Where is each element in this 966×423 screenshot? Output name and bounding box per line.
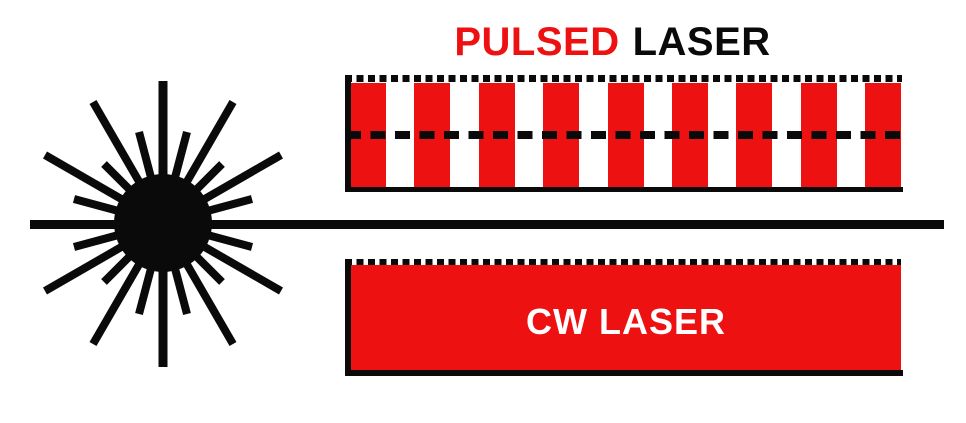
cw-fill: CW LASER	[351, 265, 901, 370]
title-laser-text: LASER	[632, 20, 771, 64]
pulse-train	[350, 83, 902, 187]
figure-title: PULSED LASER	[334, 22, 891, 62]
title-pulsed-text: PULSED	[454, 20, 620, 64]
pulsed-laser-box	[345, 75, 903, 192]
pulsed-average-power-dashed-line	[346, 131, 902, 139]
laser-beam-line	[30, 220, 944, 229]
pulsed-left-border	[345, 75, 351, 192]
pulsed-peak-power-dashed-line	[345, 75, 902, 82]
laser-starburst-icon	[43, 81, 283, 367]
pulsed-baseline	[345, 187, 903, 192]
cw-label: CW LASER	[526, 300, 726, 342]
cw-power-dashed-line	[345, 259, 901, 265]
cw-laser-box: CW LASER	[345, 259, 903, 376]
cw-left-border	[345, 259, 351, 376]
cw-baseline	[345, 370, 903, 376]
